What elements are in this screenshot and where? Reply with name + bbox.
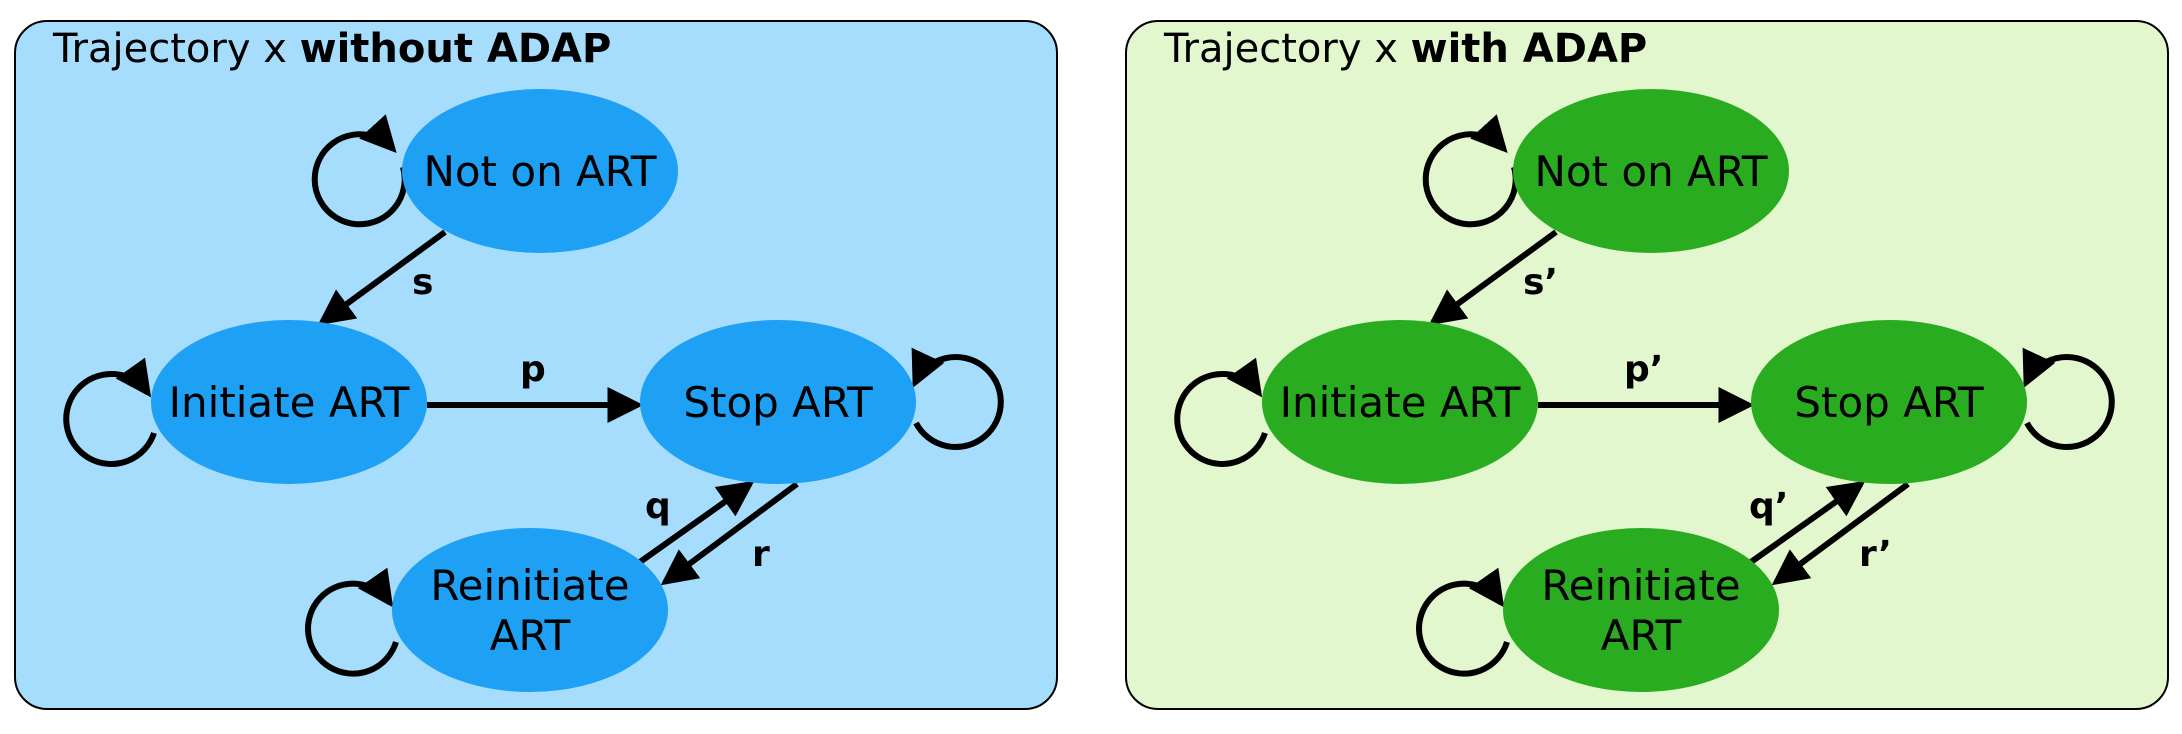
edge-r	[1771, 481, 1910, 586]
node-stop-art	[640, 320, 916, 484]
self-loop-initiate-art	[63, 357, 157, 467]
edge-label-q: q’	[1749, 486, 1788, 527]
node-label-initiate-art: Initiate ART	[169, 378, 410, 427]
panel-title: Trajectory x without ADAP	[52, 26, 611, 72]
self-loop-not-on-art	[311, 114, 408, 228]
node-label-reinitiate-line1: Reinitiate	[430, 561, 629, 610]
node-label-not-on-art: Not on ART	[423, 147, 656, 196]
panel-background	[1125, 20, 2169, 710]
edge-s	[317, 229, 447, 326]
node-reinitiate-art	[1503, 528, 1779, 692]
edge-s	[1428, 229, 1558, 326]
self-loop-initiate-art	[1174, 357, 1268, 467]
edge-label-r: r	[752, 534, 770, 575]
edge-label-q: q	[645, 486, 671, 527]
self-loop-reinitiate-art	[1416, 567, 1510, 677]
node-initiate-art	[151, 320, 427, 484]
edge-label-p: p’	[1624, 349, 1663, 390]
node-label-reinitiate-line2: ART	[490, 611, 571, 660]
node-label-reinitiate-line2: ART	[1601, 611, 1682, 660]
edge-q	[1749, 480, 1866, 565]
self-loop-not-on-art	[1422, 114, 1519, 228]
edge-label-p: p	[520, 349, 546, 390]
node-label-not-on-art: Not on ART	[1534, 147, 1767, 196]
node-not-on-art	[1513, 89, 1789, 253]
node-label-stop-art: Stop ART	[1794, 378, 1984, 427]
node-label-stop-art: Stop ART	[683, 378, 873, 427]
edge-label-s: s’	[1523, 262, 1558, 303]
node-not-on-art	[402, 89, 678, 253]
edge-label-r: r’	[1859, 534, 1892, 575]
node-stop-art	[1751, 320, 2027, 484]
node-label-initiate-art: Initiate ART	[1280, 378, 1521, 427]
edge-r	[660, 481, 799, 586]
edge-q	[638, 480, 755, 565]
node-label-reinitiate-line1: Reinitiate	[1541, 561, 1740, 610]
panel-with-adap: Trajectory x with ADAP Not on ART Initia…	[1125, 20, 2169, 710]
edge-label-s: s	[412, 262, 433, 303]
self-loop-reinitiate-art	[305, 567, 399, 677]
node-initiate-art	[1262, 320, 1538, 484]
node-reinitiate-art	[392, 528, 668, 692]
panel-background	[14, 20, 1058, 710]
self-loop-stop-art	[2022, 347, 2115, 450]
panel-without-adap: Trajectory x without ADAP Not on ART Ini…	[14, 20, 1058, 710]
panel-title: Trajectory x with ADAP	[1163, 26, 1647, 72]
self-loop-stop-art	[911, 347, 1004, 450]
